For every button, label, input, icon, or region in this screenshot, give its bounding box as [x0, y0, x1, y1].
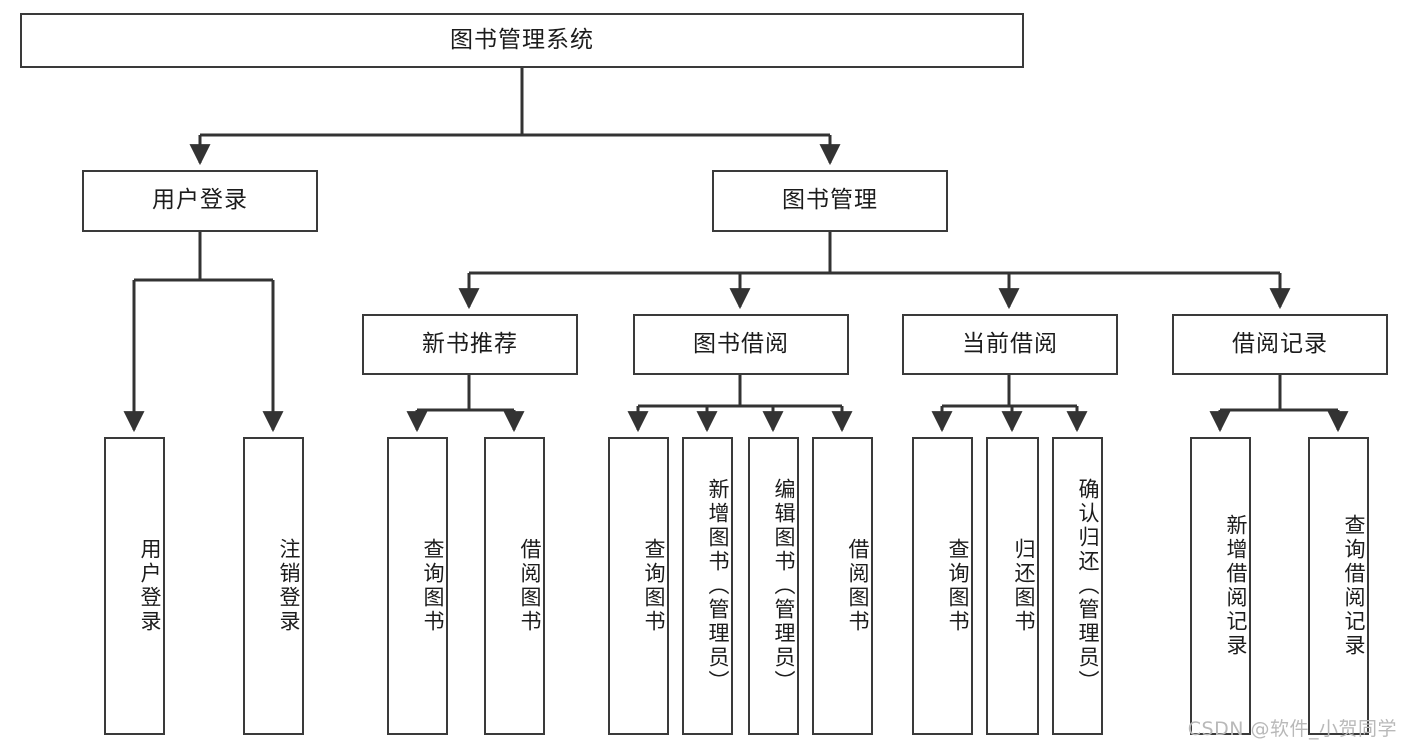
- node-new-book-recommend[interactable]: 新书推荐: [362, 314, 578, 375]
- node-book-manage[interactable]: 图书管理: [712, 170, 948, 232]
- node-leaf-query-borrow-record[interactable]: 查询借阅记录: [1308, 437, 1369, 735]
- node-leaf-edit-book-admin[interactable]: 编辑图书（管理员）: [748, 437, 799, 735]
- node-leaf-query-book-2[interactable]: 查询图书: [608, 437, 669, 735]
- node-leaf-return-book[interactable]: 归还图书: [986, 437, 1039, 735]
- node-leaf-confirm-return-admin[interactable]: 确认归还（管理员）: [1052, 437, 1103, 735]
- node-leaf-query-book-1[interactable]: 查询图书: [387, 437, 448, 735]
- node-leaf-add-borrow-record[interactable]: 新增借阅记录: [1190, 437, 1251, 735]
- node-leaf-query-book-3[interactable]: 查询图书: [912, 437, 973, 735]
- node-current-borrow[interactable]: 当前借阅: [902, 314, 1118, 375]
- node-root[interactable]: 图书管理系统: [20, 13, 1024, 68]
- node-leaf-logout[interactable]: 注销登录: [243, 437, 304, 735]
- node-book-borrow[interactable]: 图书借阅: [633, 314, 849, 375]
- watermark: CSDN @软件_小贺同学: [1187, 718, 1397, 740]
- node-leaf-user-login[interactable]: 用户登录: [104, 437, 165, 735]
- node-user-login[interactable]: 用户登录: [82, 170, 318, 232]
- node-borrow-record[interactable]: 借阅记录: [1172, 314, 1388, 375]
- node-leaf-borrow-book-1[interactable]: 借阅图书: [484, 437, 545, 735]
- node-leaf-borrow-book-2[interactable]: 借阅图书: [812, 437, 873, 735]
- node-leaf-add-book-admin[interactable]: 新增图书（管理员）: [682, 437, 733, 735]
